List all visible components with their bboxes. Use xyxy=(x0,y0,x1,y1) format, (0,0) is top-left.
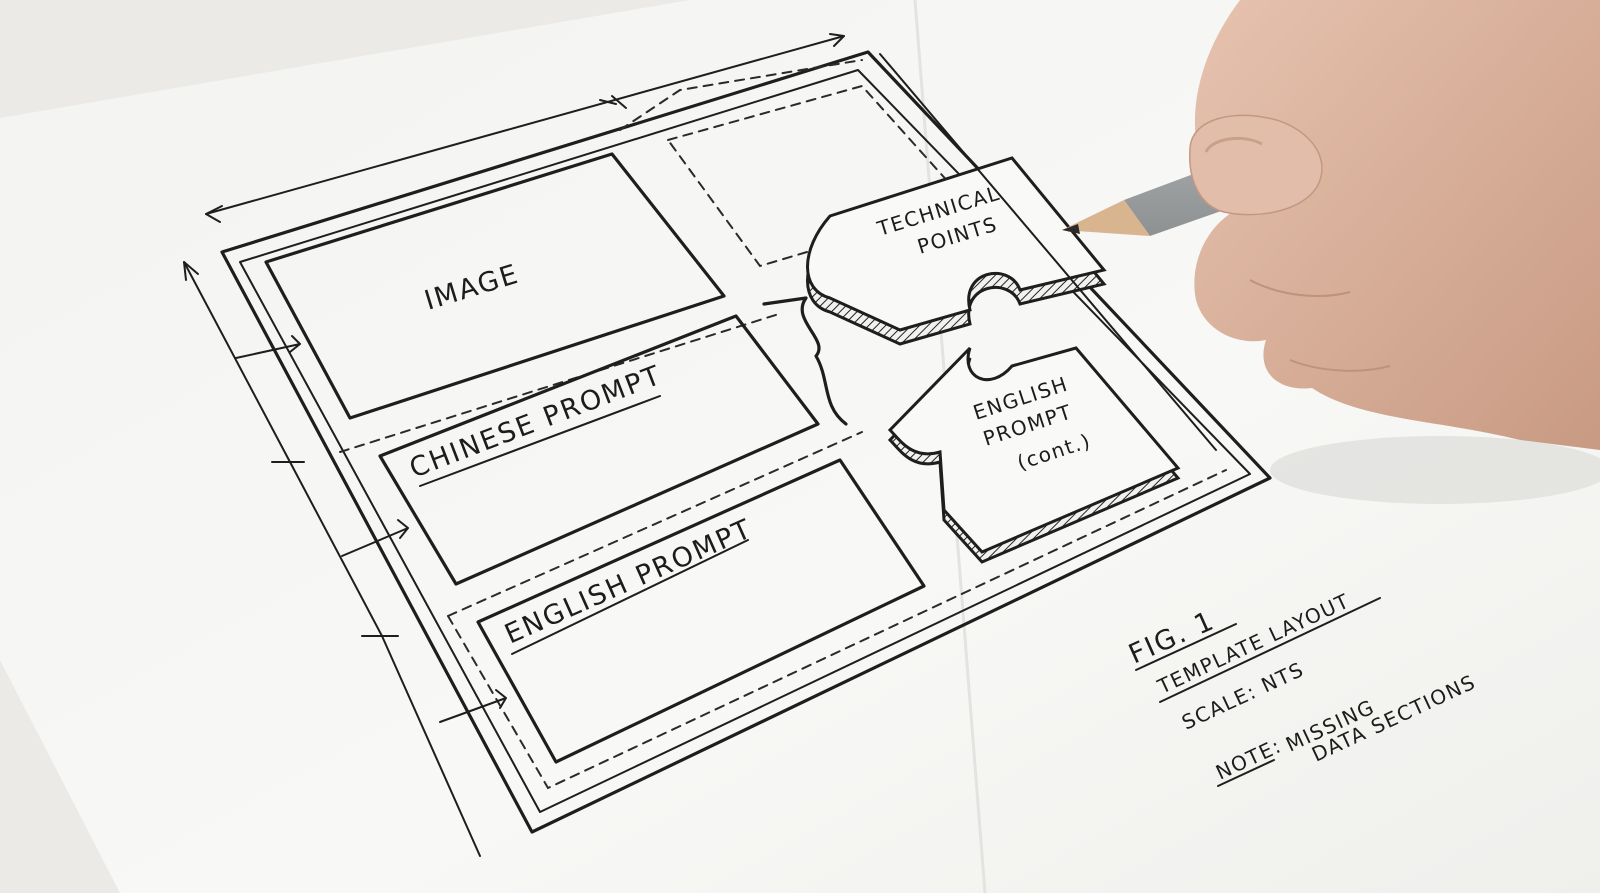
hand xyxy=(1189,0,1600,450)
image-box xyxy=(264,152,726,420)
figure-underline xyxy=(1135,623,1237,671)
dashed-divider-2 xyxy=(447,431,863,617)
dashed-divider-3 xyxy=(447,469,1227,790)
dimension-lines xyxy=(183,33,1217,857)
english-prompt-box xyxy=(476,458,926,764)
english-prompt-underline xyxy=(511,539,749,655)
hand-shadow xyxy=(1270,436,1600,504)
outer-frame-inner xyxy=(239,69,1251,813)
note-label-underline xyxy=(1217,759,1275,787)
chinese-prompt-underline xyxy=(419,395,661,487)
dashed-divider-4 xyxy=(619,59,863,131)
outer-frame xyxy=(220,50,1272,834)
puzzle-piece-english-cont xyxy=(887,346,1181,564)
puzzle-piece-technical-points xyxy=(806,156,1107,346)
puzzle-slot-outline xyxy=(762,296,848,426)
chinese-prompt-box xyxy=(378,314,820,586)
dashed-divider-1 xyxy=(339,312,783,453)
notes-title-underline xyxy=(1159,597,1381,703)
